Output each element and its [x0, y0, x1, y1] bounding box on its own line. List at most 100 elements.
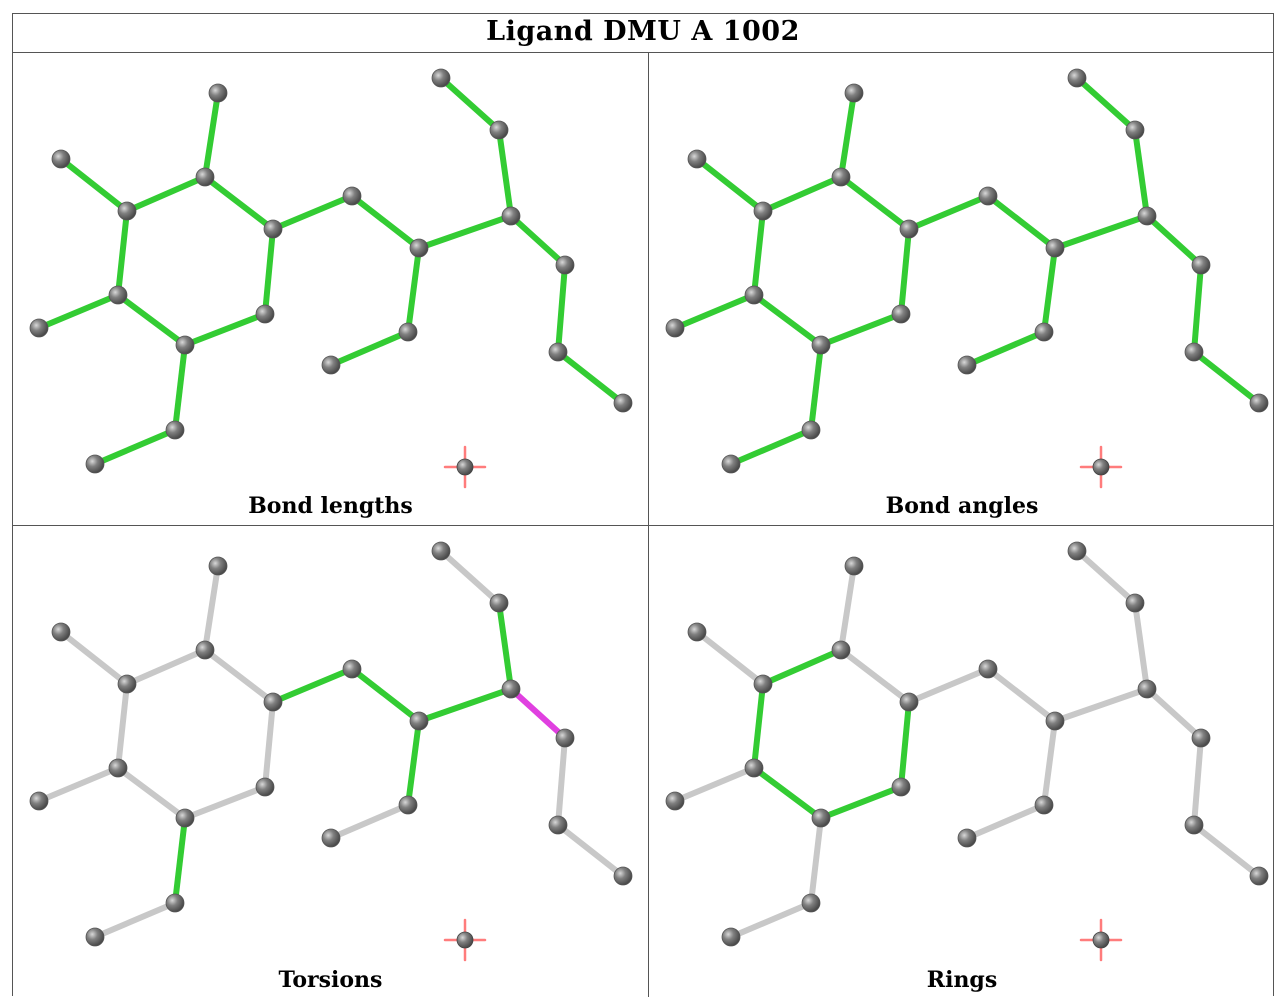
atom-4 — [108, 285, 128, 305]
atom-8 — [85, 927, 105, 947]
atom-10 — [263, 692, 283, 712]
bond-10-2 — [202, 647, 276, 705]
atom-9 — [891, 304, 911, 324]
bond-1-2 — [124, 647, 208, 687]
bond-4-6 — [115, 292, 188, 348]
atom-15 — [1067, 68, 1087, 88]
bond-4-6 — [115, 765, 188, 821]
atom-5 — [29, 791, 49, 811]
bond-12-16 — [1041, 245, 1058, 335]
atom-13 — [501, 679, 521, 699]
bond-16-17 — [964, 329, 1047, 368]
bond-13-14 — [1132, 600, 1150, 692]
atom-10 — [899, 219, 919, 239]
bond-1-4 — [751, 681, 766, 771]
atom-19 — [548, 815, 568, 835]
bond-12-16 — [405, 718, 422, 808]
bond-2-3 — [202, 563, 221, 653]
atom-13 — [1137, 679, 1157, 699]
atom-2 — [195, 167, 215, 187]
bond-19-20 — [1191, 822, 1262, 879]
metal-ion-marker — [1079, 918, 1123, 962]
bond-0-1 — [58, 156, 130, 214]
bond-13-18 — [508, 213, 568, 268]
atom-7 — [801, 420, 821, 440]
atom-11 — [978, 186, 998, 206]
atom-14 — [489, 120, 509, 140]
atom-10 — [263, 219, 283, 239]
bond-10-11 — [906, 193, 991, 232]
atom-3 — [844, 556, 864, 576]
bond-9-10 — [898, 699, 912, 790]
atom-2 — [831, 167, 851, 187]
atom-11 — [978, 659, 998, 679]
atom-14 — [1125, 120, 1145, 140]
atom-7 — [165, 893, 185, 913]
bond-12-13 — [416, 686, 514, 724]
atom-4 — [108, 758, 128, 778]
atom-12 — [1045, 238, 1065, 258]
atom-11 — [342, 659, 362, 679]
bond-0-1 — [694, 629, 766, 687]
atom-20 — [613, 866, 633, 886]
bond-1-4 — [115, 208, 130, 298]
atom-3 — [844, 83, 864, 103]
atom-1 — [117, 674, 137, 694]
bond-4-5 — [672, 765, 757, 804]
atom-2 — [831, 640, 851, 660]
bond-4-6 — [751, 292, 824, 348]
bond-13-14 — [1132, 127, 1150, 219]
caption-torsions: Torsions — [278, 967, 383, 993]
atom-6 — [175, 335, 195, 355]
bond-19-20 — [1191, 349, 1262, 406]
atom-18 — [555, 255, 575, 275]
bond-10-11 — [906, 666, 991, 705]
bond-18-19 — [555, 262, 568, 355]
atom-9 — [255, 304, 275, 324]
bond-1-2 — [124, 174, 208, 214]
bond-6-7 — [808, 815, 824, 906]
atom-1 — [117, 201, 137, 221]
atom-20 — [613, 393, 633, 413]
bond-12-13 — [416, 213, 514, 251]
atom-15 — [431, 68, 451, 88]
bond-4-5 — [36, 765, 121, 804]
atom-5 — [665, 318, 685, 338]
bond-18-19 — [555, 735, 568, 828]
bond-14-15 — [1074, 548, 1138, 606]
bond-4-6 — [751, 765, 824, 821]
bond-11-12 — [349, 193, 422, 251]
panel-torsions: Torsions — [13, 526, 648, 997]
atom-6 — [175, 808, 195, 828]
molecule-bond-angles — [665, 68, 1269, 489]
bond-13-18 — [1144, 213, 1204, 268]
bond-11-12 — [349, 666, 422, 724]
atom-12 — [409, 711, 429, 731]
atom-5 — [29, 318, 49, 338]
bond-18-19 — [1191, 262, 1204, 355]
atom-3 — [208, 83, 228, 103]
caption-bond-angles: Bond angles — [885, 493, 1039, 519]
caption-rings: Rings — [926, 967, 998, 993]
atom-8 — [721, 927, 741, 947]
atom-17 — [321, 355, 341, 375]
atom-20 — [1249, 393, 1269, 413]
bond-10-11 — [270, 193, 355, 232]
atom-15 — [1067, 541, 1087, 561]
atom-4 — [744, 758, 764, 778]
atom-16 — [1034, 795, 1054, 815]
bond-6-9 — [818, 784, 904, 821]
bond-12-16 — [405, 245, 422, 335]
bond-7-8 — [728, 900, 814, 940]
atom-5 — [665, 791, 685, 811]
panel-bond-lengths: Bond lengths — [13, 53, 648, 525]
atom-19 — [548, 342, 568, 362]
atom-7 — [801, 893, 821, 913]
bond-14-15 — [1074, 75, 1138, 133]
bond-7-8 — [92, 900, 178, 940]
metal-ion-marker — [443, 445, 487, 489]
atom-14 — [1125, 593, 1145, 613]
bond-13-18 — [508, 686, 568, 741]
bond-19-20 — [555, 822, 626, 879]
atom-0 — [687, 622, 707, 642]
